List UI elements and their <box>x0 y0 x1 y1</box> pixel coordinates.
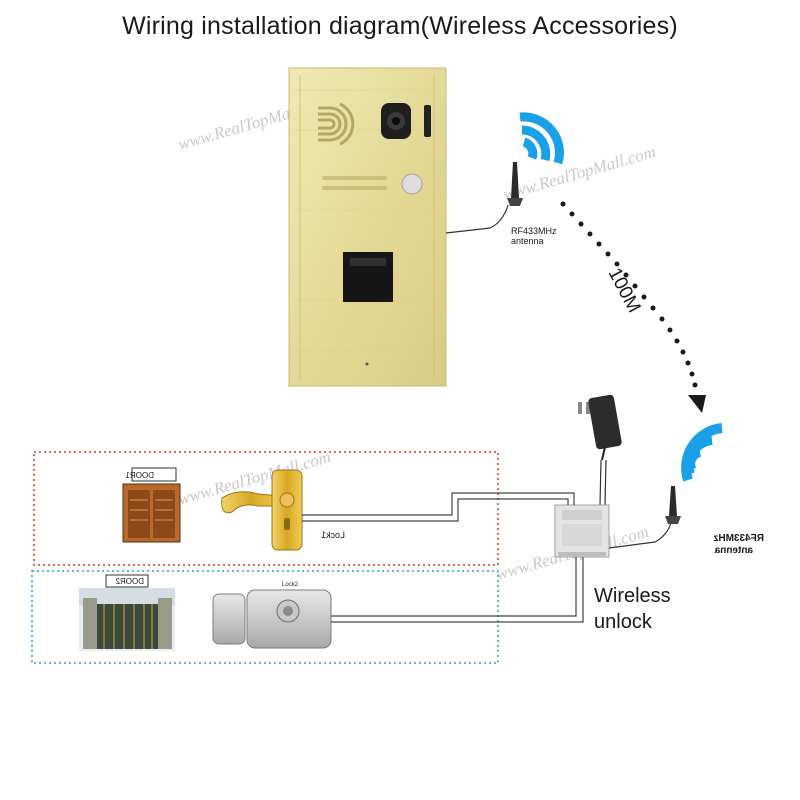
wireless-receiver-icon <box>554 504 610 558</box>
antenna-bottom-label-2: antenna <box>714 545 753 556</box>
antenna-bottom-label-1: RF433MHz <box>713 533 764 544</box>
distance-dotted-line <box>560 201 706 413</box>
antenna-bottom-icon <box>665 486 681 524</box>
door-station-panel <box>288 67 447 387</box>
door2-group-box <box>31 570 499 664</box>
wireless-unlock-label: Wireless unlock <box>594 583 671 635</box>
distance-label: 100M <box>604 264 645 316</box>
door1-label: DOOR1 <box>125 471 154 480</box>
door2-label: DOOR2 <box>115 577 144 586</box>
rim-lock-icon <box>212 589 332 649</box>
wireless-unlock-line1: Wireless <box>594 585 671 607</box>
wireless-unlock-line2: unlock <box>594 611 652 633</box>
speaker-grille-icon <box>318 102 355 146</box>
camera-lens-icon <box>381 103 431 139</box>
power-adapter-icon <box>578 394 622 461</box>
lock2-label: Lock2 <box>282 582 299 588</box>
antenna-top-label-2: antenna <box>511 236 544 246</box>
lock1-label: Lock1 <box>321 530 345 540</box>
wifi-signal-top-icon <box>519 112 564 165</box>
lock2-wiring <box>331 557 584 623</box>
lock1-wiring <box>302 492 575 522</box>
door1-icon <box>122 467 181 543</box>
door2-icon <box>79 574 175 651</box>
wifi-signal-bottom-icon <box>681 423 723 482</box>
door1-group-box <box>33 451 499 566</box>
call-button-icon <box>401 173 423 195</box>
diagram-title: Wiring installation diagram(Wireless Acc… <box>122 12 678 40</box>
door-handle-icon <box>221 469 303 551</box>
antenna-top-label-1: RF433MHz <box>511 226 557 236</box>
antenna-top-icon <box>507 162 523 206</box>
watermark-2: www.RealTopMall.com <box>501 142 658 204</box>
